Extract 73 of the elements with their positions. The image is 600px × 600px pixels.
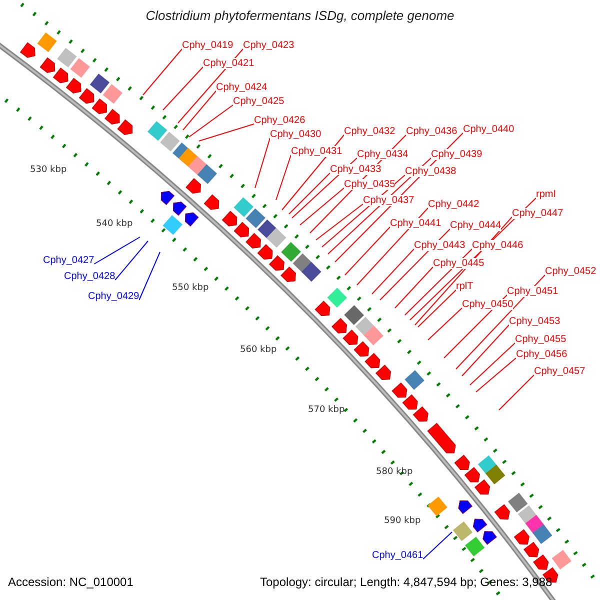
leader-line	[344, 226, 390, 276]
gene-label: Cphy_0433	[330, 164, 382, 175]
gene-label: Cphy_0432	[344, 126, 396, 137]
leader-line	[356, 208, 428, 286]
leader-line	[470, 342, 516, 386]
scale-label: 590 kbp	[384, 516, 421, 526]
gene-label: Cphy_0452	[545, 266, 596, 277]
gene-label: Cphy_0426	[254, 115, 306, 126]
gene-label: Cphy_0453	[509, 316, 560, 327]
gene-label: Cphy_0456	[516, 349, 568, 360]
gene-label: Cphy_0436	[406, 126, 458, 137]
gene-label: rplT	[456, 281, 474, 292]
gene-label: Cphy_0439	[431, 149, 482, 160]
gene-label: Cphy_0419	[182, 40, 234, 51]
gene-label: Cphy_0455	[515, 334, 566, 345]
leader-line	[316, 204, 364, 240]
leader-line	[162, 66, 204, 110]
gene-label: Cphy_0444	[450, 220, 502, 231]
gene-label: Cphy_0443	[414, 240, 466, 251]
leader-line	[142, 48, 182, 96]
gene-label: Cphy_0440	[463, 124, 514, 135]
leader-line	[394, 266, 434, 308]
scale-label: 540 kbp	[96, 219, 133, 229]
leader-line	[462, 324, 510, 376]
gene-label: Cphy_0428	[64, 271, 116, 282]
gene-label: Cphy_0423	[243, 40, 294, 51]
scale-label: 550 kbp	[172, 283, 209, 293]
info-text: Topology: circular; Length: 4,847,594 bp; Genes: 3,988	[260, 577, 552, 588]
leader-line	[178, 48, 244, 124]
gene-label: Cphy_0447	[512, 208, 564, 219]
gene-label: Cphy_0442	[428, 199, 480, 210]
gene-label: Cphy_0425	[233, 96, 284, 107]
gene-label: Cphy_0421	[203, 58, 254, 69]
gene-label: Cphy_0429	[88, 291, 140, 302]
leader-line	[428, 308, 462, 340]
gene-label: Cphy_0437	[363, 195, 414, 206]
scale-label: 530 kbp	[30, 165, 67, 175]
leader-line	[188, 104, 234, 138]
title: Clostridium phytofermentans ISDg, complete genome	[144, 10, 456, 21]
leader-line	[198, 124, 254, 142]
leader-line	[372, 248, 414, 294]
gene-label: Cphy_0451	[507, 286, 558, 297]
leader-line	[114, 240, 148, 280]
scale-label: 560 kbp	[240, 345, 277, 355]
leader-line	[182, 90, 216, 130]
scale-label: 580 kbp	[376, 467, 413, 477]
gene-label: Cphy_0434	[357, 149, 408, 160]
leader-line	[456, 274, 546, 370]
scale-label: 570 kbp	[308, 405, 345, 415]
gene-label: Cphy_0424	[216, 82, 268, 93]
leader-line	[254, 138, 270, 188]
leader-line	[498, 374, 534, 410]
leader-line	[476, 358, 516, 392]
leader-line	[276, 154, 292, 200]
gene-label: Cphy_0446	[472, 240, 524, 251]
info-text: Accession: NC_010001	[8, 577, 134, 588]
gene-label: Cphy_0427	[43, 255, 94, 266]
gene-label: Cphy_0441	[390, 218, 442, 229]
leader-line	[300, 188, 344, 226]
gene-label: rpmI	[536, 189, 556, 200]
gene-label: Cphy_0431	[291, 146, 342, 157]
leader-line	[288, 172, 330, 214]
gene-label: Cphy_0450	[462, 299, 514, 310]
leader-line	[138, 252, 160, 300]
gene-label: Cphy_0445	[433, 258, 484, 269]
gene-label: Cphy_0438	[405, 166, 456, 177]
gene-label: Cphy_0461	[372, 550, 424, 561]
leader-line	[422, 532, 452, 560]
gene-label: Cphy_0430	[270, 129, 322, 140]
leader-line	[418, 290, 456, 328]
leader-line	[94, 236, 140, 264]
gene-label: Cphy_0457	[534, 366, 586, 377]
gene-label: Cphy_0435	[344, 179, 396, 190]
